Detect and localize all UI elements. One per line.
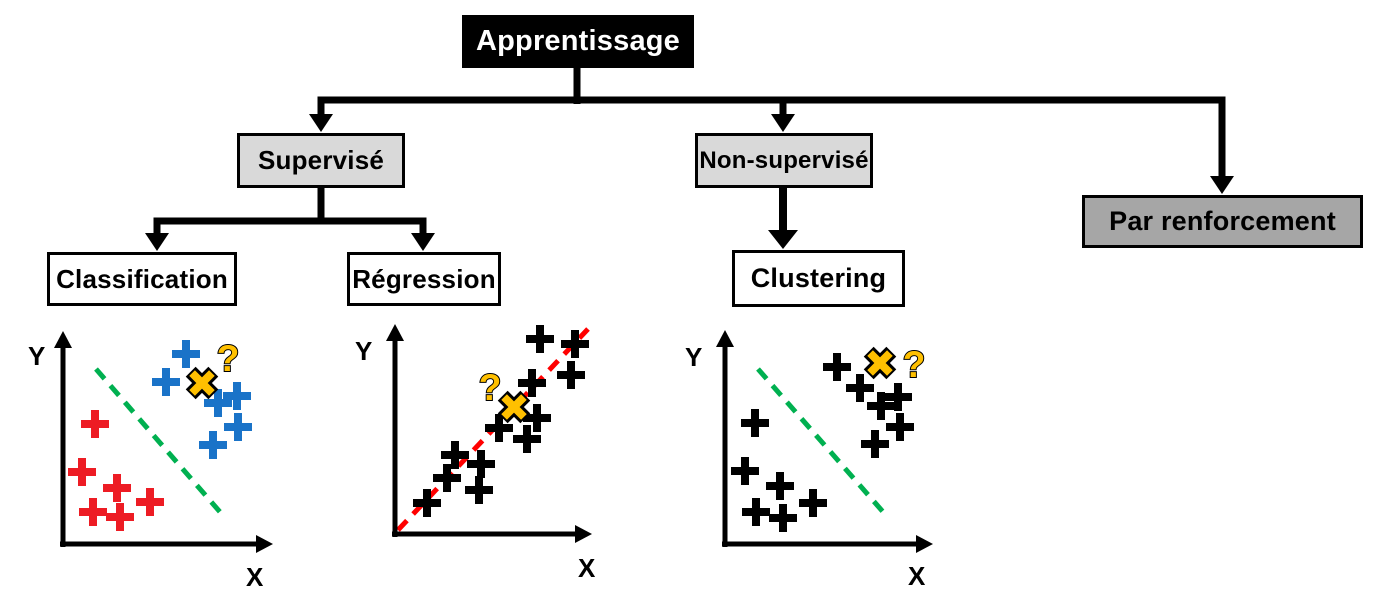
samples-plus-marker — [518, 369, 546, 397]
samples-plus-marker — [441, 441, 469, 469]
points-plus-marker — [742, 498, 770, 526]
y-axis-arrow-icon — [54, 331, 72, 348]
arrowhead-reinforcement — [1210, 176, 1234, 194]
regression-miniplot: ? Y X — [355, 324, 596, 583]
data-layer: ? — [396, 325, 590, 532]
points-plus-marker — [799, 489, 827, 517]
x-marker-fill — [189, 370, 215, 396]
arrowhead-unsupervised — [771, 114, 795, 132]
samples-plus-marker — [557, 361, 585, 389]
x-axis-arrow-icon — [575, 525, 592, 543]
x-axis-label: X — [908, 561, 926, 591]
x-axis-label: X — [246, 562, 264, 592]
y-axis-arrow-icon — [716, 330, 734, 347]
class-blue-plus-marker — [224, 413, 252, 441]
cluster-separator-dashed-line — [756, 367, 886, 515]
class-red-plus-marker — [79, 498, 107, 526]
node-apprentissage: Apprentissage — [462, 15, 694, 68]
y-axis-label: Y — [685, 342, 702, 372]
classification-miniplot: ? Y X — [28, 331, 273, 592]
points-plus-marker — [861, 430, 889, 458]
connector-main-rail — [317, 96, 1226, 178]
class-red-plus-marker — [68, 458, 96, 486]
y-axis-label: Y — [355, 336, 372, 366]
unknown-x-marker — [497, 390, 531, 424]
node-clustering: Clustering — [732, 250, 905, 307]
class-blue-plus-marker — [172, 340, 200, 368]
x-marker-fill — [501, 394, 527, 420]
node-regression: Régression — [347, 252, 501, 306]
samples-plus-marker — [433, 464, 461, 492]
node-supervise: Supervisé — [237, 133, 405, 188]
points-plus-marker — [741, 409, 769, 437]
question-mark: ? — [903, 344, 926, 385]
question-mark: ? — [217, 338, 240, 379]
samples-plus-marker — [413, 489, 441, 517]
arrowhead-classification — [145, 233, 169, 251]
class-blue-plus-marker — [199, 431, 227, 459]
x-axis-arrow-icon — [256, 535, 273, 553]
samples-plus-marker — [526, 325, 554, 353]
y-axis-label: Y — [28, 341, 45, 371]
points-plus-marker — [884, 383, 912, 411]
connector-supervised-splitter — [153, 217, 427, 236]
points-plus-marker — [766, 472, 794, 500]
samples-plus-marker — [465, 476, 493, 504]
question-mark: ? — [479, 367, 502, 408]
arrowhead-regression — [411, 233, 435, 251]
arrowhead-supervised — [309, 114, 333, 132]
class-blue-plus-marker — [223, 382, 251, 410]
points-plus-marker — [769, 504, 797, 532]
samples-plus-marker — [561, 330, 589, 358]
class-blue-plus-marker — [152, 368, 180, 396]
class-red-plus-marker — [106, 503, 134, 531]
data-layer: ? — [731, 343, 926, 532]
unknown-x-marker — [185, 366, 219, 400]
points-plus-marker — [886, 413, 914, 441]
decision-boundary-dashed-line — [94, 367, 222, 514]
points-plus-marker — [731, 457, 759, 485]
samples-plus-marker — [523, 404, 551, 432]
points-plus-marker — [867, 392, 895, 420]
class-red-plus-marker — [81, 410, 109, 438]
class-red-plus-marker — [136, 488, 164, 516]
class-red-plus-marker — [103, 474, 131, 502]
samples-plus-marker — [513, 425, 541, 453]
samples-plus-marker — [485, 414, 513, 442]
clustering-miniplot: ? Y X — [685, 330, 933, 591]
node-par-renforcement: Par renforcement — [1082, 195, 1363, 248]
class-blue-plus-marker — [204, 389, 232, 417]
arrowhead-clustering — [768, 230, 798, 249]
unknown-x-marker — [863, 346, 897, 380]
x-marker-fill — [867, 350, 893, 376]
node-classification: Classification — [47, 252, 237, 306]
samples-plus-marker — [467, 450, 495, 478]
points-plus-marker — [823, 353, 851, 381]
y-axis-arrow-icon — [386, 324, 404, 341]
x-axis-label: X — [578, 553, 596, 583]
points-plus-marker — [846, 374, 874, 402]
node-non-supervise: Non-supervisé — [695, 133, 873, 188]
data-layer: ? — [68, 337, 252, 531]
x-axis-arrow-icon — [916, 535, 933, 553]
